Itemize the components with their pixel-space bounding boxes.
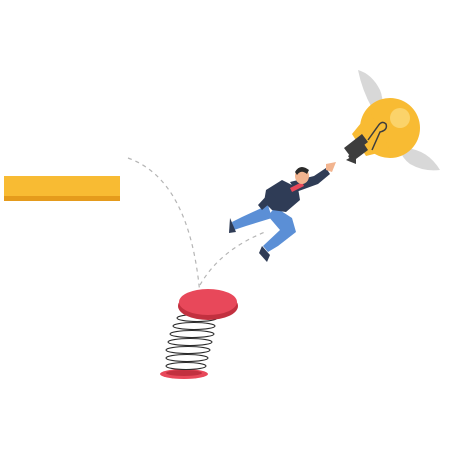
- businessman: [229, 162, 336, 262]
- bulb-base: [344, 134, 368, 164]
- trajectory-arc-platform: [127, 157, 201, 296]
- wing-bottom: [400, 148, 440, 171]
- front-leg: [263, 207, 296, 252]
- back-arm: [258, 192, 276, 210]
- winged-lightbulb: [344, 70, 440, 171]
- spring: [160, 289, 238, 379]
- yellow-platform: [4, 176, 120, 201]
- bulb-filament: [367, 121, 388, 151]
- back-leg: [232, 205, 272, 230]
- platform-shadow: [4, 196, 120, 201]
- platform-top: [4, 176, 120, 198]
- jump-trajectory: [127, 157, 266, 296]
- tie: [290, 182, 304, 192]
- hair: [295, 166, 309, 175]
- spring-base-inner: [166, 370, 202, 376]
- front-shoe: [259, 246, 270, 262]
- trajectory-arc-bulb: [199, 231, 266, 286]
- bulb-highlight: [390, 108, 410, 128]
- hand: [326, 162, 336, 172]
- spring-pad-top: [179, 289, 237, 315]
- spring-coil: [165, 313, 218, 371]
- back-shoe: [229, 218, 236, 233]
- wing-top: [358, 70, 383, 110]
